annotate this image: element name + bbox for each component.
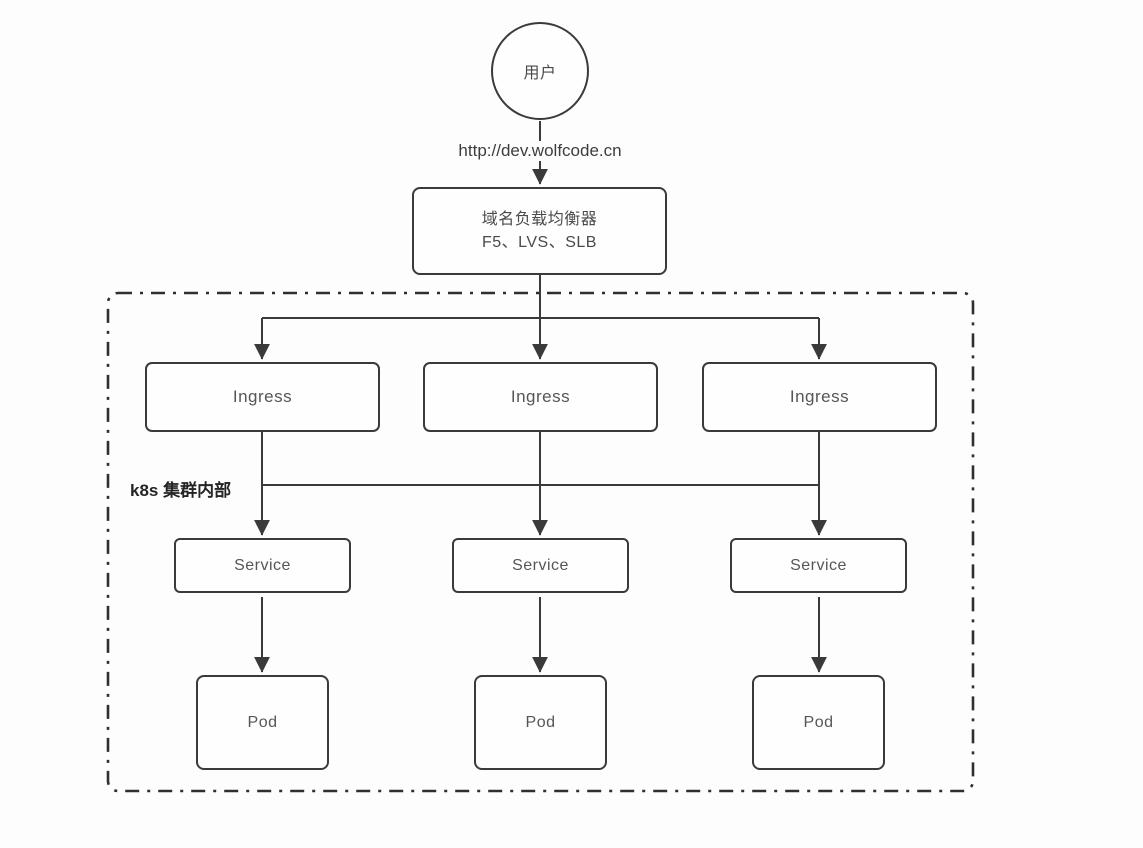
pod-node-2-label: Pod xyxy=(525,713,556,731)
load-balancer-title: 域名负载均衡器 xyxy=(481,211,598,228)
service-node-2-label: Service xyxy=(512,556,569,574)
user-node: 用户 xyxy=(491,22,589,120)
ingress-node-3: Ingress xyxy=(702,362,937,432)
ingress-node-2: Ingress xyxy=(423,362,658,432)
service-node-2: Service xyxy=(452,538,629,593)
ingress-node-1: Ingress xyxy=(145,362,380,432)
service-node-3: Service xyxy=(730,538,907,593)
cluster-boundary xyxy=(106,291,975,793)
load-balancer-node: 域名负载均衡器 F5、LVS、SLB xyxy=(412,187,667,275)
pod-node-2: Pod xyxy=(474,675,607,770)
pod-node-3: Pod xyxy=(752,675,885,770)
ingress-node-1-label: Ingress xyxy=(232,387,293,406)
pod-node-1: Pod xyxy=(196,675,329,770)
user-node-label: 用户 xyxy=(523,65,557,82)
ingress-node-3-label: Ingress xyxy=(789,387,850,406)
service-node-1: Service xyxy=(174,538,351,593)
cluster-label: k8s 集群内部 xyxy=(130,481,232,500)
load-balancer-products: F5、LVS、SLB xyxy=(482,234,597,251)
service-node-3-label: Service xyxy=(790,556,847,574)
request-url-label: http://dev.wolfcode.cn xyxy=(451,141,629,161)
ingress-node-2-label: Ingress xyxy=(510,387,571,406)
service-node-1-label: Service xyxy=(234,556,291,574)
pod-node-1-label: Pod xyxy=(247,713,278,731)
pod-node-3-label: Pod xyxy=(803,713,834,731)
